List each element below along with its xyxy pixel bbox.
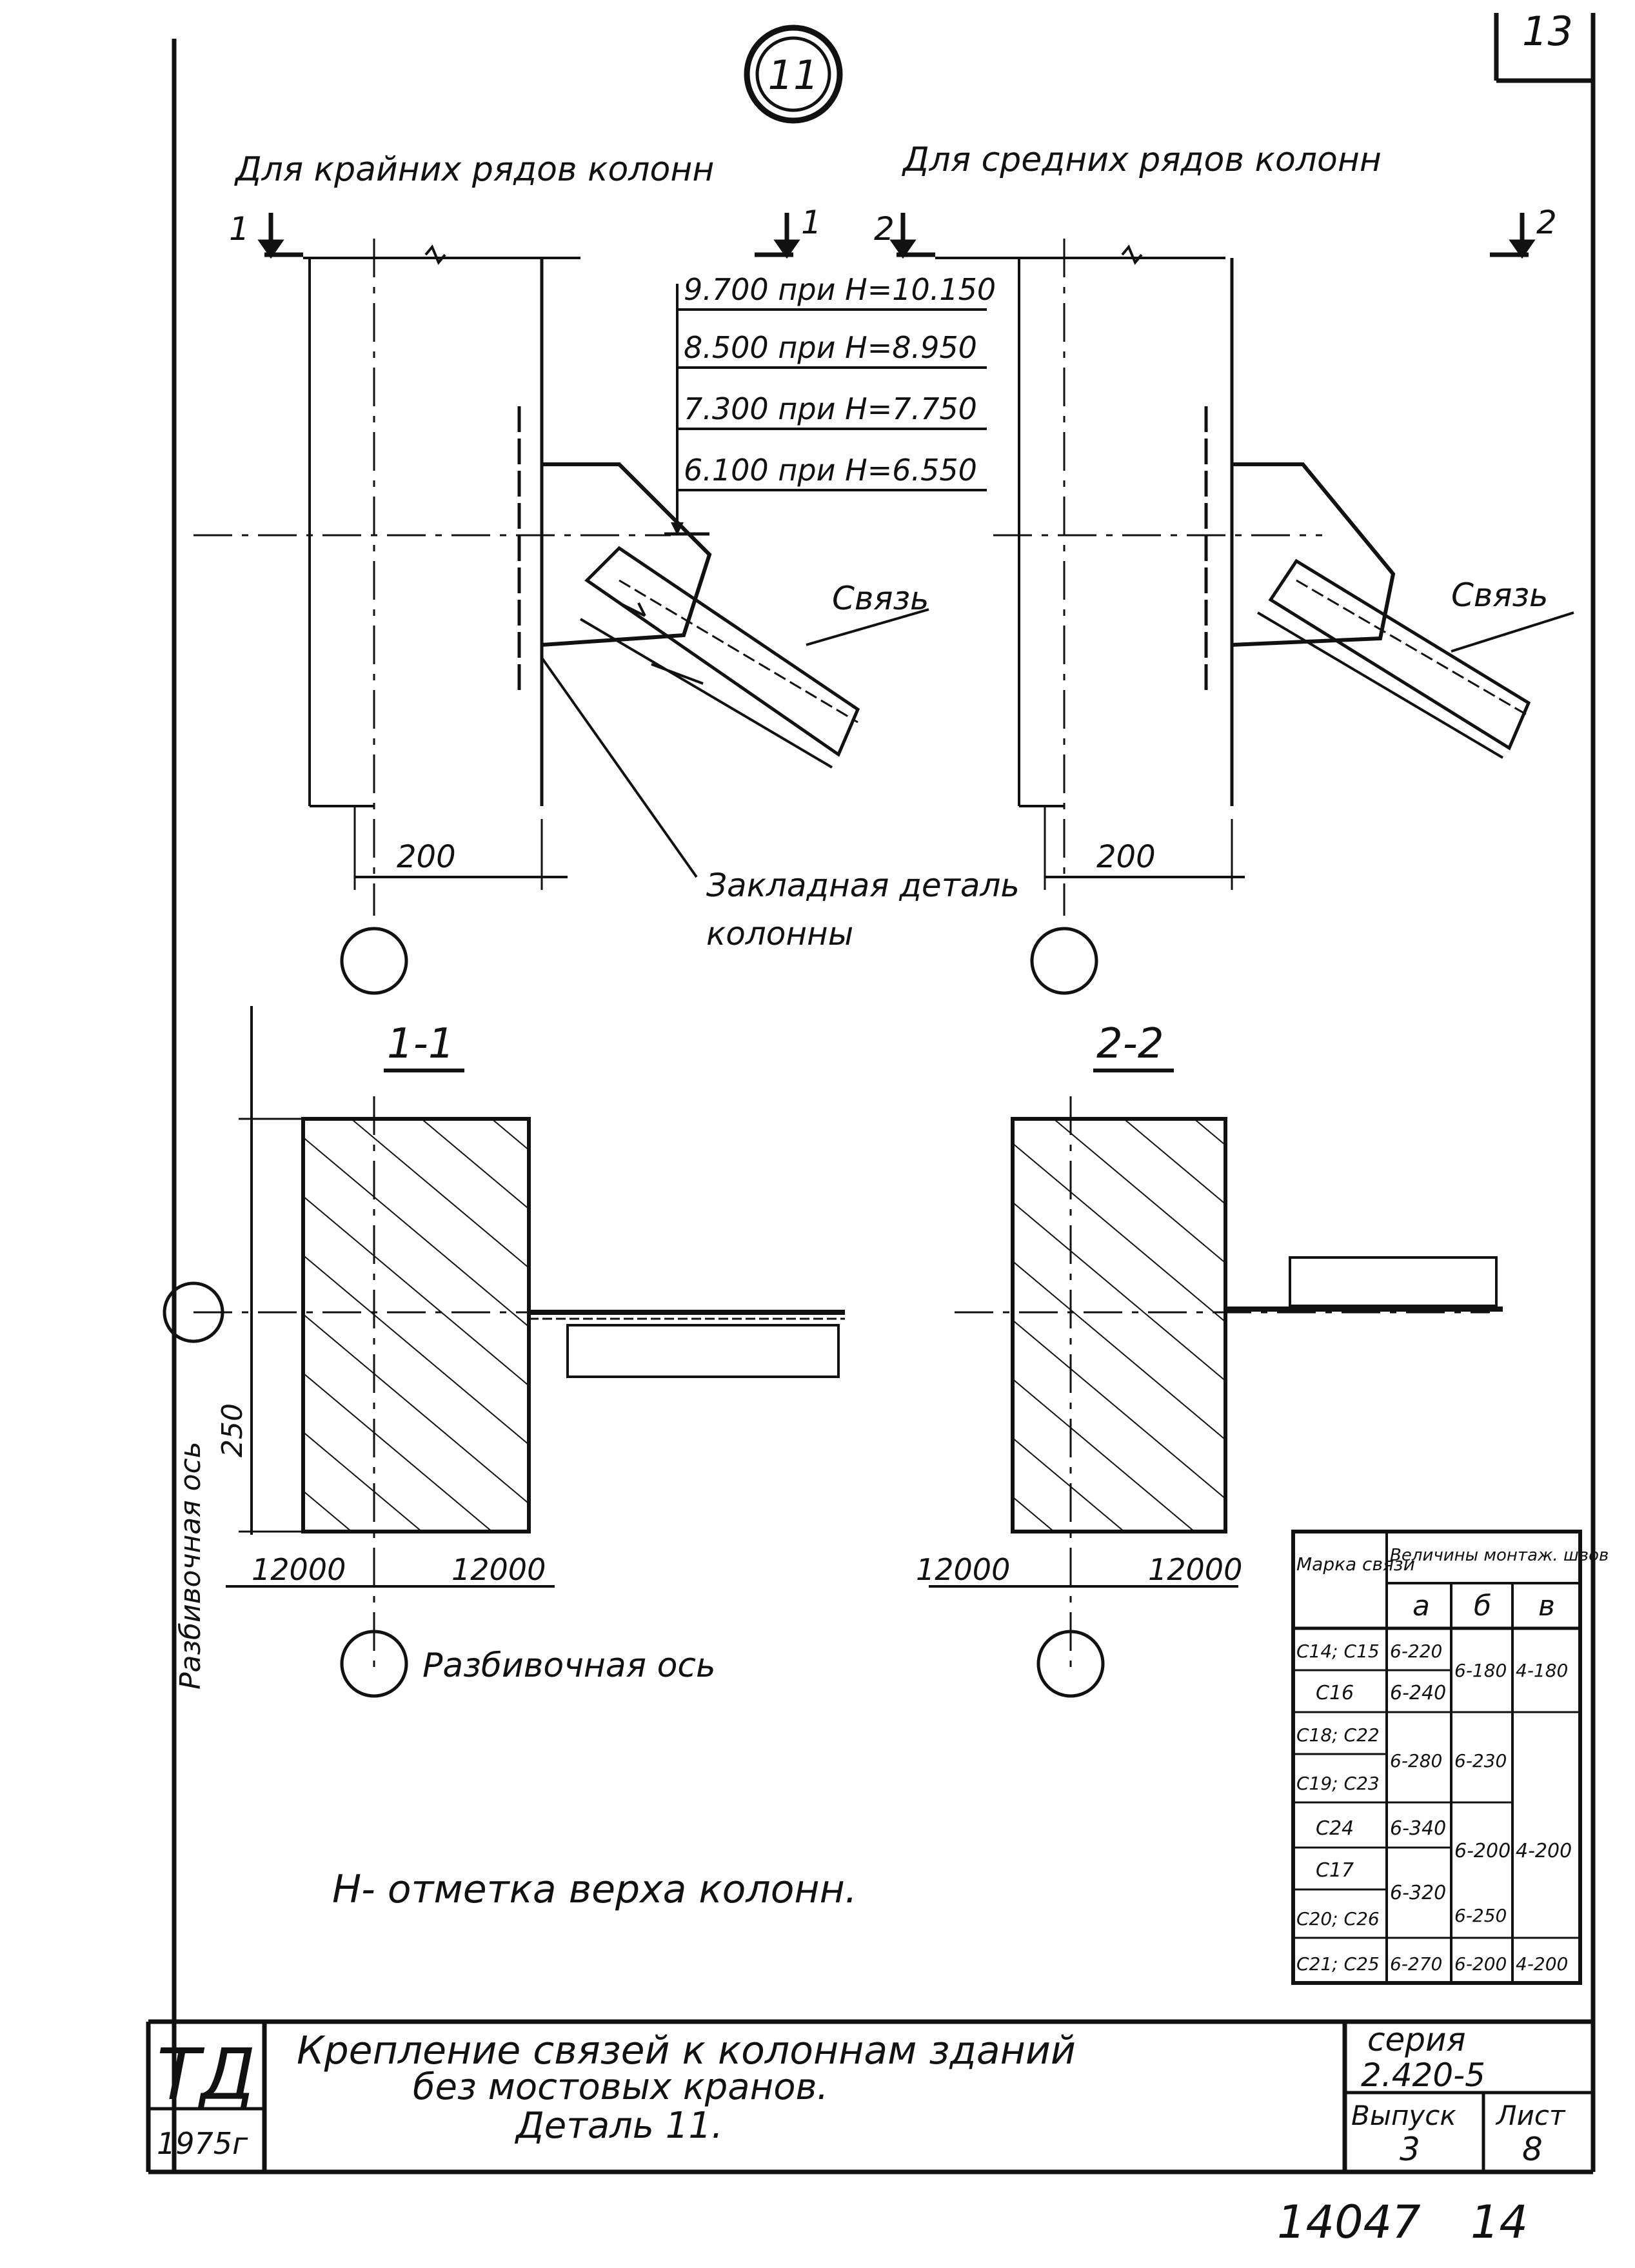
table-row: С19; С23 xyxy=(1296,1773,1380,1794)
svg-text:С20; С26: С20; С26 xyxy=(1296,1908,1380,1929)
svg-text:6-320: 6-320 xyxy=(1390,1882,1446,1904)
weld-table xyxy=(1291,1530,1582,1985)
svg-text:С21; С25: С21; С25 xyxy=(1296,1953,1380,1975)
svg-text:6-340: 6-340 xyxy=(1390,1817,1446,1840)
table-row: С24 6-340 4-200 xyxy=(1316,1817,1572,1862)
svg-text:6-280: 6-280 xyxy=(1390,1750,1442,1771)
dim-left: 200 xyxy=(397,839,456,875)
embedded-part-label-1: Закладная деталь xyxy=(706,867,1020,904)
svg-text:С24: С24 xyxy=(1316,1817,1354,1840)
section-2-title: 2-2 xyxy=(1096,1020,1164,1068)
section-1-1-view xyxy=(163,1006,845,1698)
section-1-mark-left: 1 xyxy=(229,210,250,248)
svg-text:4-200: 4-200 xyxy=(1516,1840,1572,1862)
axis-vertical-label: Разбивочная ось xyxy=(174,1441,207,1690)
dim-right: 200 xyxy=(1096,839,1156,875)
embedded-part-label-2: колонны xyxy=(706,915,853,952)
table-row: С21; С25 6-270 6-200 4-200 xyxy=(1296,1953,1568,1975)
elevation-4: 6.100 при H=6.550 xyxy=(684,453,977,488)
right-column-view xyxy=(935,239,1574,995)
sheet-label: Лист xyxy=(1495,2100,1566,2131)
table-header-size: Величины монтаж. швов xyxy=(1390,1546,1609,1565)
svg-text:С19; С23: С19; С23 xyxy=(1296,1773,1380,1794)
svg-text:6-250: 6-250 xyxy=(1454,1905,1507,1926)
svg-text:6-230: 6-230 xyxy=(1454,1750,1507,1771)
sheet-frame xyxy=(148,13,1596,2174)
table-col-a: а xyxy=(1412,1590,1430,1622)
svg-text:4-200: 4-200 xyxy=(1516,1953,1568,1975)
dim-12000-4: 12000 xyxy=(1148,1552,1242,1587)
table-col-v: в xyxy=(1538,1590,1555,1622)
section-1-mark-right: 1 xyxy=(801,204,822,241)
series-value: 2.420-5 xyxy=(1361,2056,1485,2094)
dim-12000-1: 12000 xyxy=(252,1552,346,1587)
svg-text:6-180: 6-180 xyxy=(1454,1660,1507,1681)
table-row: С16 6-240 xyxy=(1316,1682,1446,1704)
table-col-b: б xyxy=(1474,1590,1491,1622)
left-view-title: Для крайних рядов колонн xyxy=(234,150,714,189)
svg-text:С14; С15: С14; С15 xyxy=(1296,1641,1380,1662)
dim-vertical: 250 xyxy=(216,1403,249,1457)
svg-text:6-200: 6-200 xyxy=(1454,1953,1507,1975)
axis-label: Разбивочная ось xyxy=(422,1646,716,1685)
left-column-view xyxy=(193,239,929,995)
svg-text:6-200: 6-200 xyxy=(1454,1840,1511,1862)
table-row: С14; С15 6-220 6-180 4-180 xyxy=(1296,1641,1568,1681)
page-number: 13 xyxy=(1522,8,1573,55)
bottom-number: 14047 xyxy=(1277,2196,1421,2249)
title-line-1: Крепление связей к колоннам зданий xyxy=(297,2028,1076,2073)
svg-text:6-240: 6-240 xyxy=(1390,1682,1446,1704)
detail-marker xyxy=(744,25,843,124)
detail-number: 11 xyxy=(768,52,819,99)
elevation-marks xyxy=(677,308,987,491)
issue-label: Выпуск xyxy=(1351,2100,1456,2131)
sheet-value: 8 xyxy=(1522,2131,1543,2168)
elevation-1: 9.700 при H=10.150 xyxy=(684,272,996,307)
section-2-2-view xyxy=(929,1096,1503,1698)
table-row: С17 6-320 6-200 xyxy=(1316,1840,1511,1904)
brace-label-left: Связь xyxy=(832,580,929,617)
issue-value: 3 xyxy=(1400,2131,1420,2168)
elevation-2: 8.500 при H=8.950 xyxy=(684,330,977,365)
elevation-3: 7.300 при H=7.750 xyxy=(684,391,977,426)
svg-text:С18; С22: С18; С22 xyxy=(1296,1724,1380,1746)
svg-text:С16: С16 xyxy=(1316,1682,1354,1704)
table-header-mark: Марка связи xyxy=(1296,1553,1415,1575)
bottom-page: 14 xyxy=(1471,2196,1528,2249)
svg-text:6-220: 6-220 xyxy=(1390,1641,1442,1662)
title-block xyxy=(146,2019,1593,2172)
section-1-title: 1-1 xyxy=(387,1020,455,1068)
table-row: С20; С26 6-250 xyxy=(1296,1905,1507,1929)
svg-text:4-180: 4-180 xyxy=(1516,1660,1568,1681)
svg-text:6-270: 6-270 xyxy=(1390,1953,1442,1975)
title-line-3: Деталь 11. xyxy=(514,2105,723,2147)
section-cut-marks xyxy=(257,213,1536,259)
title-line-2: без мостовых кранов. xyxy=(413,2066,828,2108)
section-2-mark-left: 2 xyxy=(874,210,895,248)
dim-12000-3: 12000 xyxy=(916,1552,1010,1587)
note: H- отметка верха колонн. xyxy=(332,1867,857,1912)
svg-text:С17: С17 xyxy=(1316,1859,1354,1882)
series-label: серия xyxy=(1367,2021,1466,2058)
table-row: С18; С22 6-280 6-230 xyxy=(1296,1724,1507,1771)
right-view-title: Для средних рядов колонн xyxy=(902,141,1382,179)
logo: ТД xyxy=(157,2033,255,2116)
brace-label-right: Связь xyxy=(1451,577,1549,614)
year: 1975г xyxy=(157,2126,248,2161)
dim-12000-2: 12000 xyxy=(451,1552,546,1587)
section-2-mark-right: 2 xyxy=(1536,204,1557,241)
